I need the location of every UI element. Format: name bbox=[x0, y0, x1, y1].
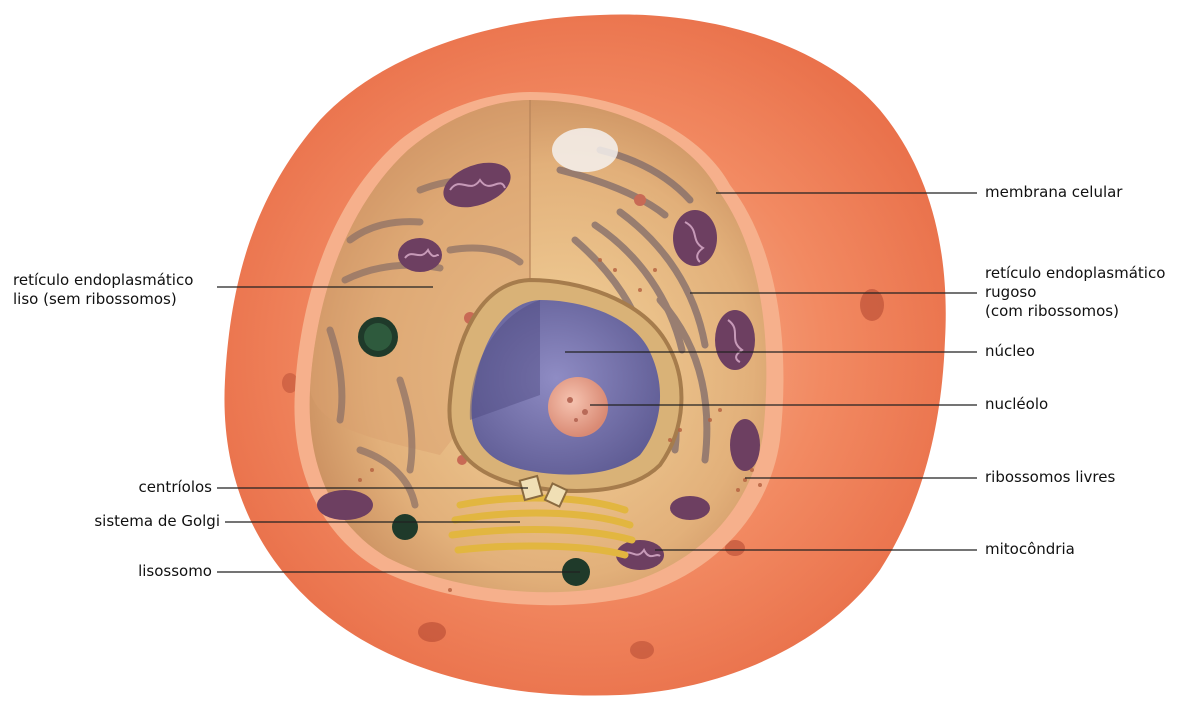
label-smooth-er-line1: retículo endoplasmático bbox=[13, 271, 193, 290]
label-nucleus: núcleo bbox=[985, 342, 1035, 361]
label-lysosome: lisossomo bbox=[110, 562, 212, 581]
label-golgi: sistema de Golgi bbox=[40, 512, 220, 531]
surface-spot bbox=[418, 622, 446, 642]
label-mitochondrion: mitocôndria bbox=[985, 540, 1075, 559]
label-smooth-er-line2: liso (sem ribossomos) bbox=[13, 290, 193, 309]
label-rough-er: retículo endoplasmático rugoso (com ribo… bbox=[985, 264, 1165, 321]
label-nucleolus: nucléolo bbox=[985, 395, 1048, 414]
label-cell-membrane: membrana celular bbox=[985, 183, 1122, 202]
nucleolus bbox=[548, 377, 608, 437]
label-rough-er-line1: retículo endoplasmático bbox=[985, 264, 1165, 283]
label-rough-er-line2: rugoso bbox=[985, 283, 1165, 302]
label-centrioles: centríolos bbox=[110, 478, 212, 497]
label-smooth-er: retículo endoplasmático liso (sem riboss… bbox=[13, 271, 193, 309]
surface-spot bbox=[630, 641, 654, 659]
label-rough-er-line3: (com ribossomos) bbox=[985, 302, 1165, 321]
surface-spot bbox=[860, 289, 884, 321]
vacuole bbox=[552, 128, 618, 172]
label-free-ribosomes: ribossomos livres bbox=[985, 468, 1115, 487]
